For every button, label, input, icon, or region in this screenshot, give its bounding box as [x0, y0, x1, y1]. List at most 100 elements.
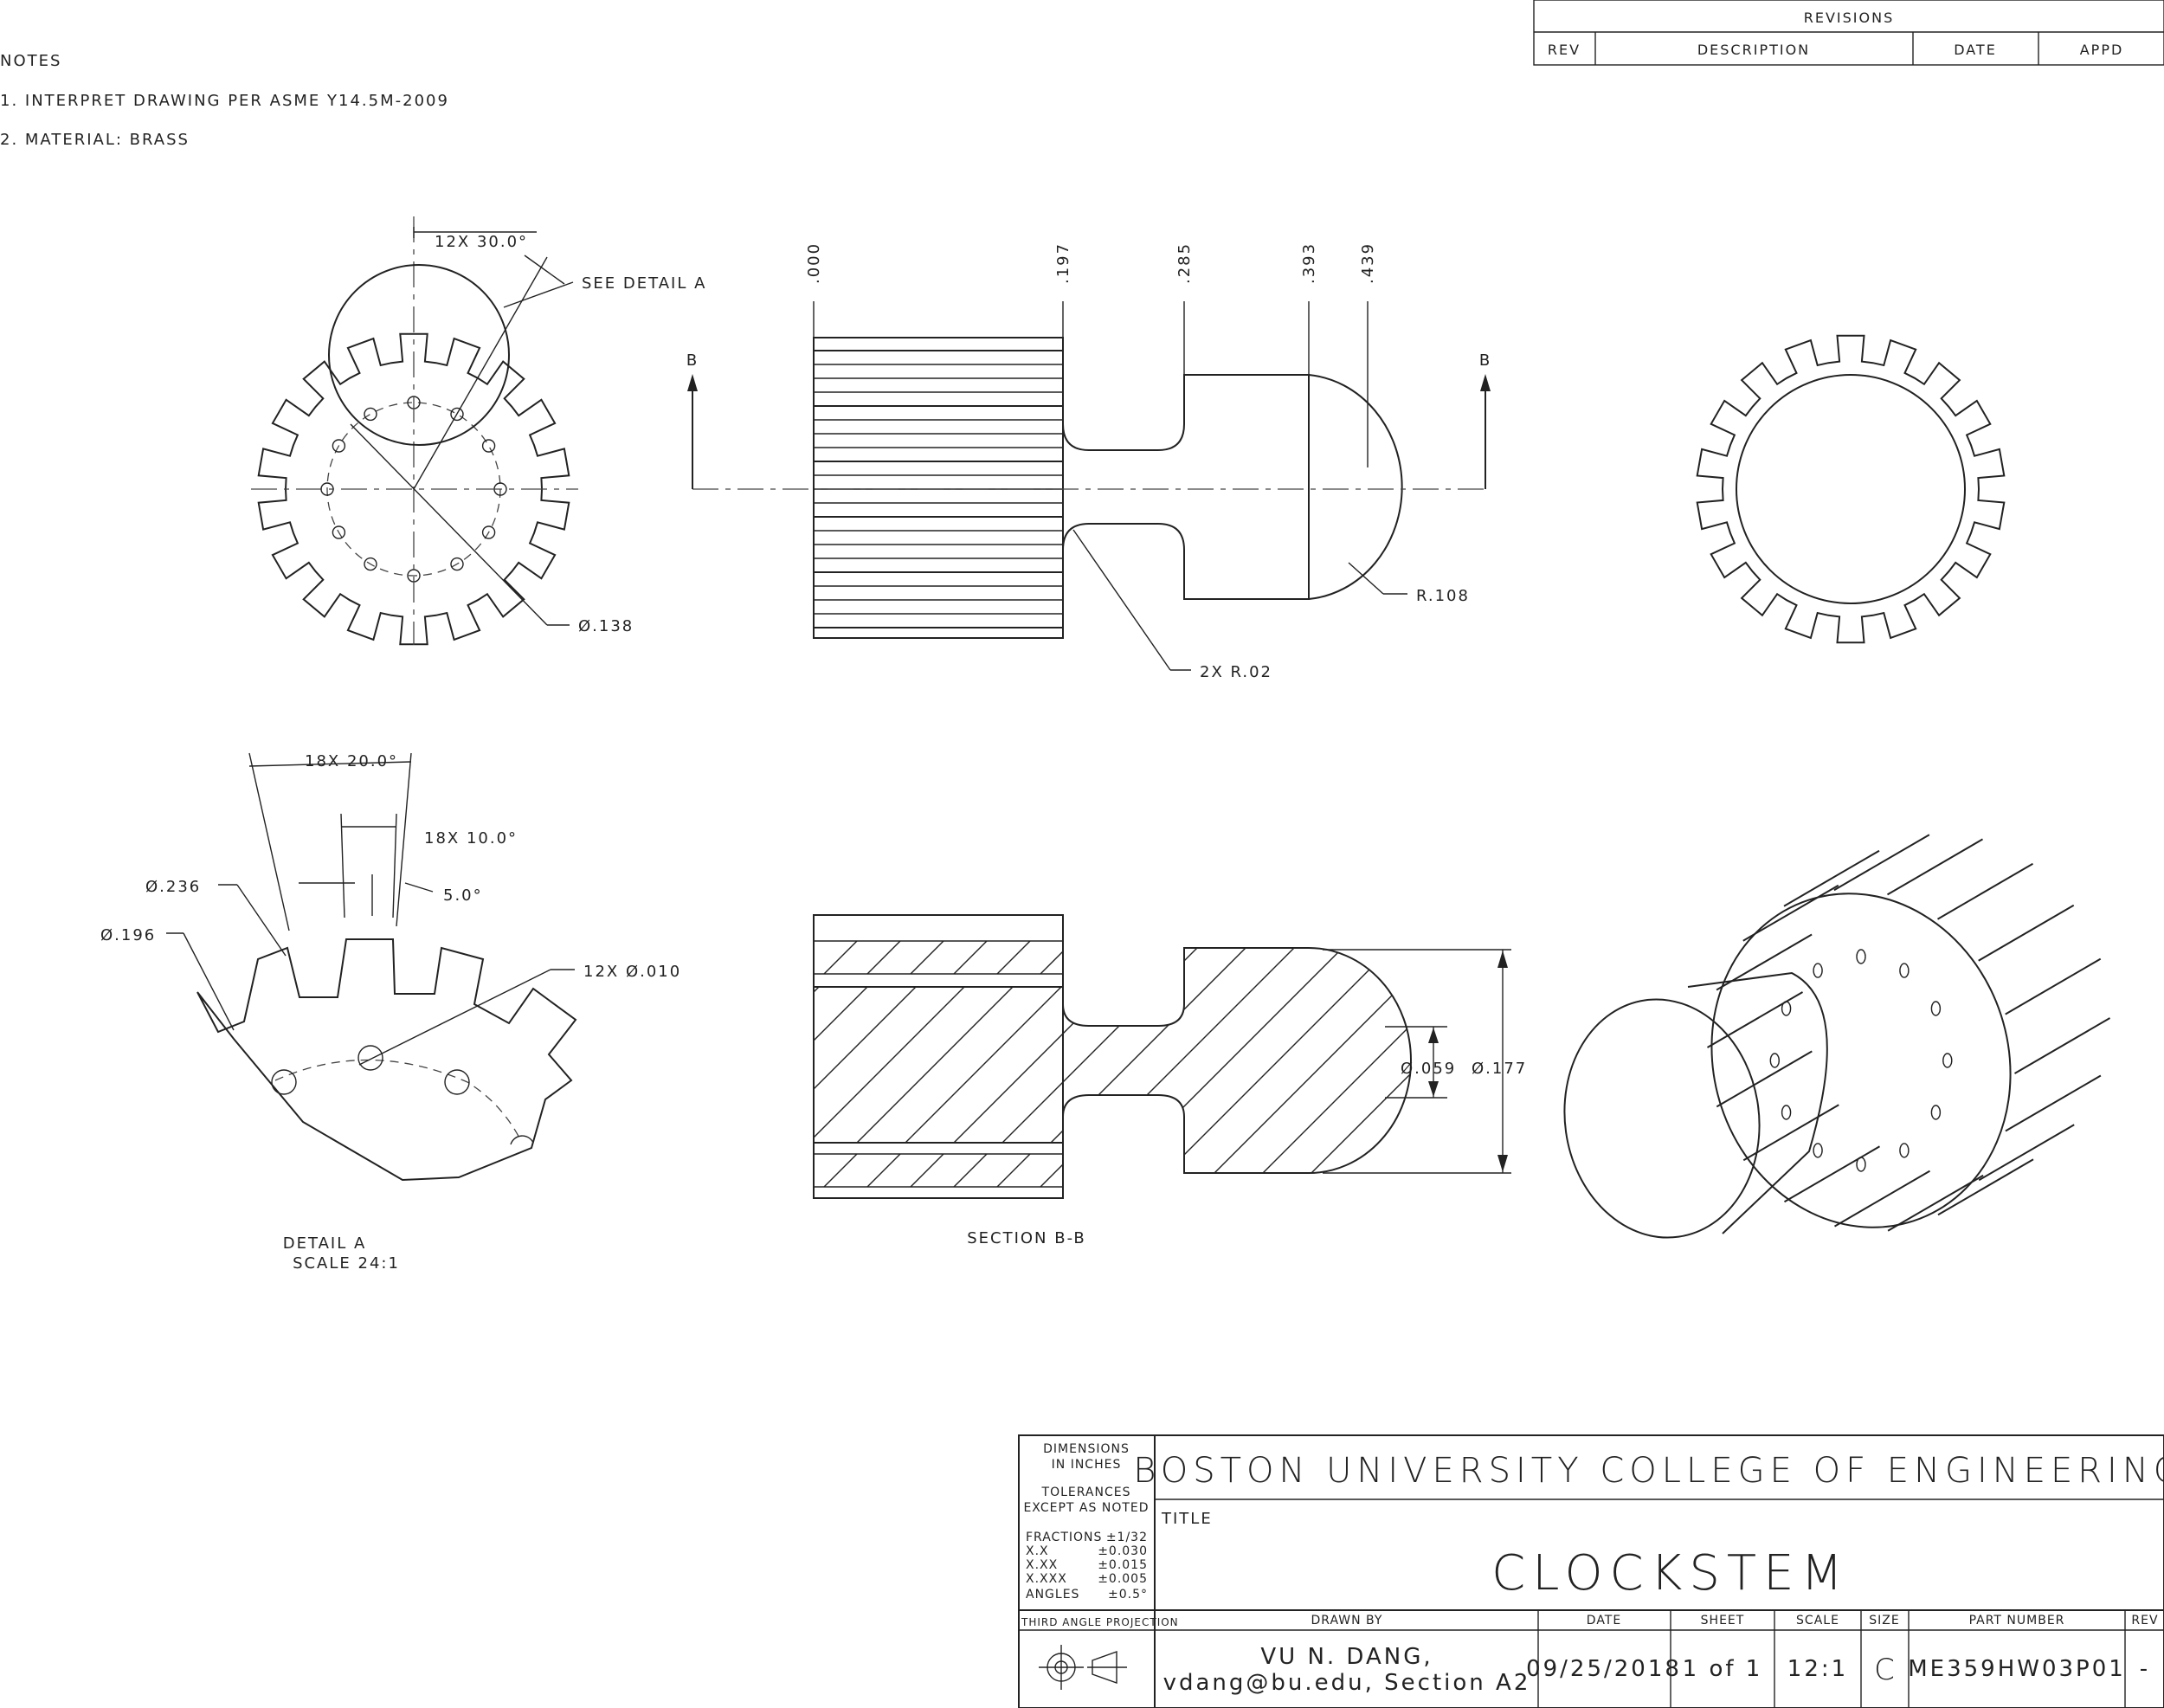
iso-tooth	[1706, 991, 1804, 1048]
detail-bolt-circle	[274, 1059, 522, 1142]
iso-tooth	[1886, 838, 1984, 896]
tol-line-2: EXCEPT AS NOTED	[1023, 1501, 1149, 1515]
iso-tooth	[1742, 1104, 1839, 1162]
iso-hole	[1856, 1157, 1866, 1172]
tol-line-1: TOLERANCES	[1041, 1486, 1131, 1499]
iso-tooth	[2005, 1074, 2102, 1132]
svg-text:ANGLES: ANGLES	[1026, 1588, 1079, 1602]
hatch-line	[953, 1154, 988, 1187]
hole-label: 12X Ø.010	[583, 963, 681, 981]
iso-hole	[1769, 1053, 1781, 1068]
iso-hole	[1781, 1105, 1792, 1120]
svg-text:±0.015: ±0.015	[1098, 1558, 1148, 1572]
svg-text:FRACTIONS: FRACTIONS	[1026, 1531, 1102, 1544]
iso-gear-face	[1710, 893, 2012, 1228]
angle-dimension-line	[413, 227, 537, 238]
tolerance-table: FRACTIONS ±1/32 X.X ±0.030 X.XX ±0.015 X…	[1026, 1531, 1148, 1602]
hatch-line	[1306, 948, 1411, 1173]
svg-text:±1/32: ±1/32	[1106, 1531, 1148, 1544]
hatch-line	[866, 1154, 901, 1187]
hatch-line	[1258, 948, 1411, 1173]
hatch-line	[866, 941, 901, 974]
iso-hole	[1813, 963, 1823, 978]
isometric-view	[1563, 834, 2111, 1239]
gear-outline-front	[257, 332, 570, 646]
detail-a-view: 12X Ø.010 18X 20.0° 18X 10.0° 5.0° Ø.236…	[100, 752, 681, 1273]
hatch-line	[823, 941, 858, 974]
neck-profile	[1062, 374, 1310, 600]
diameter-label: Ø.138	[578, 617, 634, 635]
tooth-lines	[814, 350, 1063, 628]
detail-caption-2: SCALE 24:1	[293, 1254, 400, 1273]
note-1: 1. INTERPRET DRAWING PER ASME Y14.5M-200…	[0, 92, 449, 110]
note-2: 2. MATERIAL: BRASS	[0, 131, 190, 149]
drawn-by-info: vdang@bu.edu, Section A2	[1163, 1670, 1531, 1696]
sheet-header: SHEET	[1701, 1614, 1745, 1627]
hatch-line	[910, 1154, 944, 1187]
fillet-label: 2X R.02	[1200, 663, 1272, 681]
iso-hole	[1930, 1105, 1942, 1120]
hatch-line	[910, 941, 944, 974]
part-number-value: ME359HW03P01	[1908, 1656, 2126, 1682]
pin-hole	[450, 557, 464, 571]
part-number-header: PART NUMBER	[1969, 1614, 2065, 1627]
dome-edge-circle	[1736, 374, 1966, 604]
detail-caption-1: DETAIL A	[283, 1234, 367, 1253]
notes-block: NOTES 1. INTERPRET DRAWING PER ASME Y14.…	[0, 52, 449, 149]
iso-hole	[1899, 1143, 1910, 1158]
iso-hole-pattern	[1769, 949, 1953, 1172]
angle-label: 12X 30.0°	[435, 233, 528, 251]
iso-tooth	[1783, 1145, 1881, 1203]
pin-hole	[481, 525, 496, 539]
detail-a-circle	[328, 264, 510, 446]
scale-header: SCALE	[1796, 1614, 1839, 1627]
drawn-by-name: VU N. DANG,	[1260, 1644, 1433, 1670]
gear-outline-end	[1696, 334, 2006, 644]
svg-text:X.XXX: X.XXX	[1026, 1572, 1067, 1586]
hatch-bottom	[781, 1154, 1062, 1187]
dims-line-2: IN INCHES	[1052, 1458, 1122, 1472]
date-header: DATE	[1587, 1614, 1621, 1627]
angle-leader	[413, 256, 548, 490]
diameter-leader	[350, 423, 548, 626]
side-view: B B .000 .197 .285 .393 .439 R.108 2X R.…	[686, 242, 1491, 681]
rev-col-description: DESCRIPTION	[1697, 42, 1810, 58]
organization-name: BOSTON UNIVERSITY COLLEGE OF ENGINEERING	[1133, 1451, 2164, 1491]
pin-hole	[332, 525, 346, 539]
hole-pattern	[320, 396, 507, 583]
detail-hole-3	[444, 1069, 470, 1095]
outer-diameter-label: Ø.236	[145, 878, 201, 896]
gear-body-side	[813, 337, 1064, 639]
date-value: 09/25/2018	[1526, 1656, 1682, 1682]
iso-hole	[1942, 1053, 1953, 1068]
ordinate-0: .000	[805, 242, 823, 284]
hatch-line	[1015, 948, 1251, 1173]
section-b-b-view: Ø.059 Ø.177 SECTION B-B	[781, 914, 1525, 1247]
title-label: TITLE	[1161, 1510, 1213, 1528]
ordinate-3: .393	[1300, 242, 1318, 284]
hole-leader	[358, 969, 551, 1066]
svg-text:±0.005: ±0.005	[1098, 1572, 1148, 1586]
pitch-angle-label: 18X 20.0°	[305, 752, 398, 770]
hatch-line	[1040, 1164, 1062, 1187]
iso-tooth	[1716, 1050, 1813, 1108]
front-view: 12X 30.0° SEE DETAIL A Ø.138	[251, 216, 706, 646]
pitch-angle-dim-line	[248, 761, 412, 767]
ordinate-2: .285	[1175, 242, 1194, 284]
tooth-angle-label: 18X 10.0°	[424, 829, 518, 848]
rev-col-appd: APPD	[2080, 42, 2124, 58]
rev-col-date: DATE	[1954, 42, 1997, 58]
svg-text:±0.030: ±0.030	[1098, 1544, 1148, 1558]
drawn-by-header: DRAWN BY	[1311, 1614, 1383, 1627]
ordinate-4: .439	[1359, 242, 1377, 284]
iso-dome-body	[1687, 971, 1828, 1234]
hatch-line	[1112, 948, 1348, 1173]
hatch-line	[781, 1154, 814, 1187]
pin-hole	[364, 557, 377, 571]
see-detail-a-callout: SEE DETAIL A	[582, 274, 706, 293]
root-diameter-label: Ø.196	[100, 926, 156, 944]
iso-hole	[1856, 949, 1866, 964]
hatch-line	[996, 941, 1031, 974]
detail-hole-1	[271, 1069, 297, 1095]
